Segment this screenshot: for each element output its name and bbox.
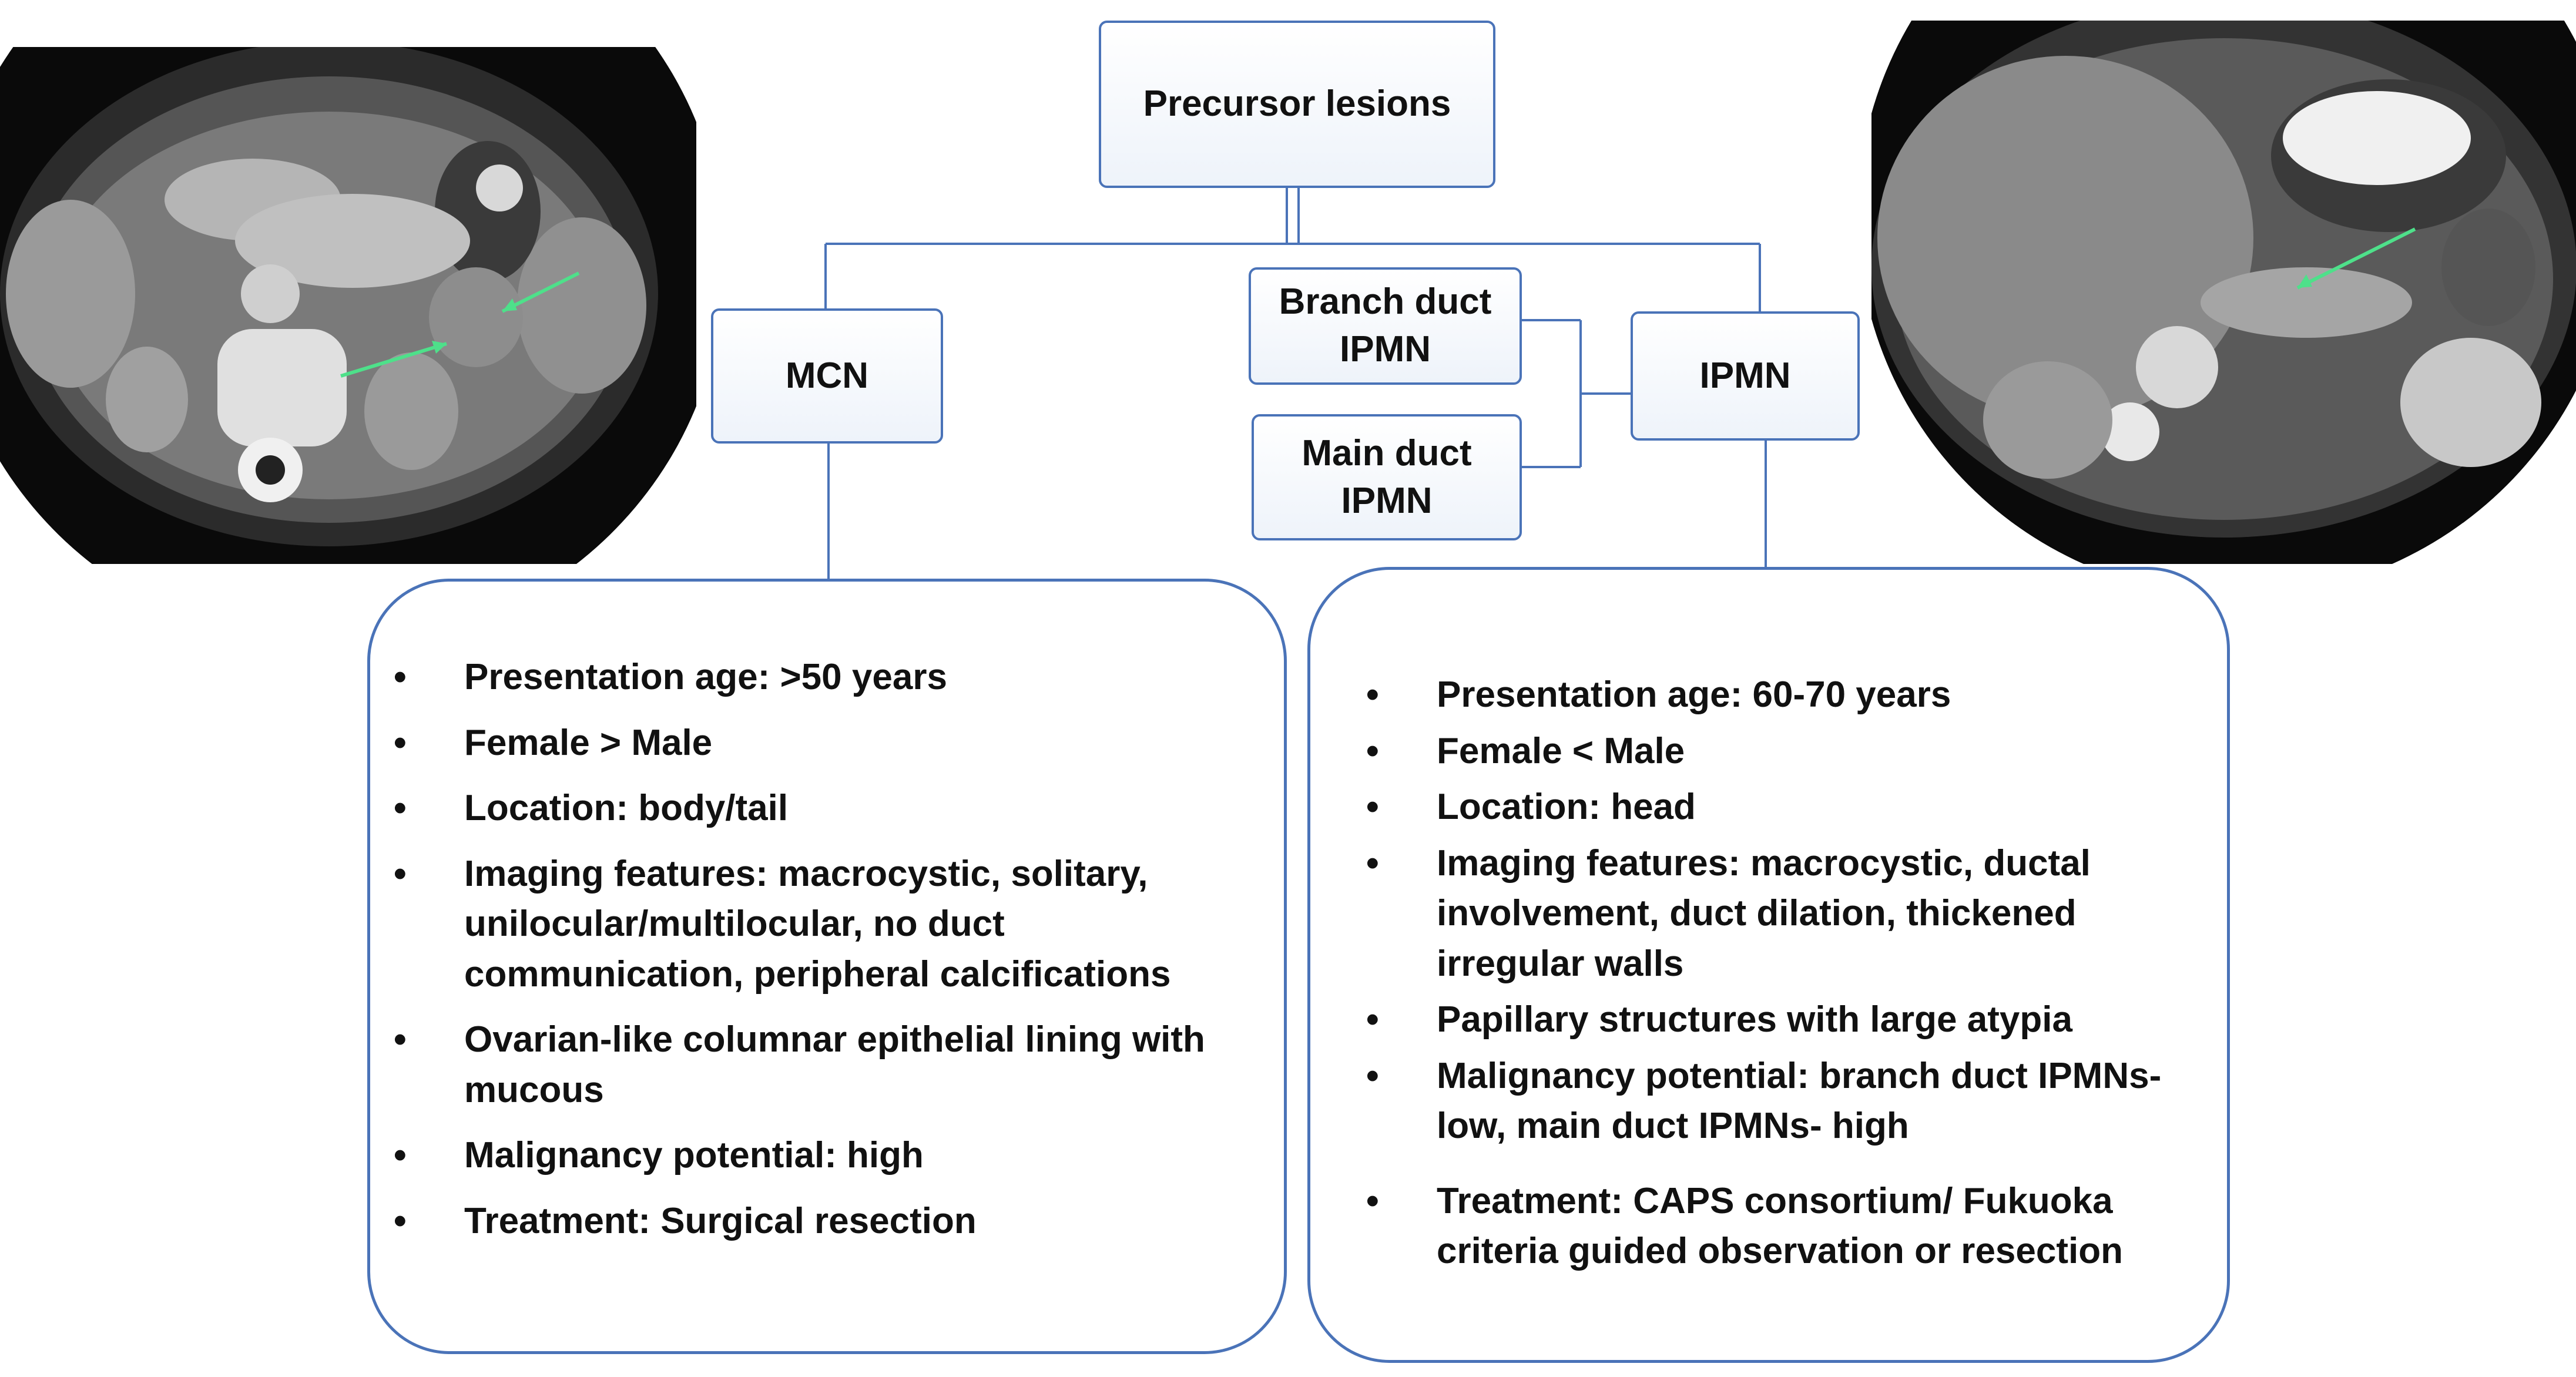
branch-duct-ipmn-node: Branch duct IPMN xyxy=(1249,267,1522,385)
list-item: •Female > Male xyxy=(394,722,713,763)
list-item: •Female < Male xyxy=(1366,730,1685,771)
mcn-node: MCN xyxy=(711,308,943,444)
main-duct-ipmn-node: Main duct IPMN xyxy=(1252,414,1522,540)
list-item: •Location: head xyxy=(1366,787,1696,828)
ipmn-node-label: IPMN xyxy=(1699,355,1791,396)
list-item: •Presentation age: >50 years xyxy=(394,657,947,697)
mcn-features-list: •Presentation age: >50 years •Female > M… xyxy=(394,652,1287,1261)
list-item: •Ovarian-like columnar epithelial lining… xyxy=(394,1019,1205,1110)
main-duct-ipmn-label: Main duct IPMN xyxy=(1302,432,1472,521)
list-item: •Malignancy potential: branch duct IPMNs… xyxy=(1366,1055,2162,1147)
ipmn-node: IPMN xyxy=(1631,311,1860,441)
list-item: •Imaging features: macrocystic, solitary… xyxy=(394,853,1171,995)
root-node-label: Precursor lesions xyxy=(1143,83,1451,125)
list-item: •Imaging features: macrocystic, ductal i… xyxy=(1366,842,2091,984)
ipmn-features-panel: •Presentation age: 60-70 years •Female <… xyxy=(1307,567,2230,1363)
list-item: •Treatment: CAPS consortium/ Fukuoka cri… xyxy=(1366,1180,2123,1272)
list-item: •Location: body/tail xyxy=(394,788,789,829)
branch-duct-ipmn-label: Branch duct IPMN xyxy=(1279,281,1492,370)
ct-scan-ipmn-image xyxy=(1871,21,2576,564)
list-item: •Presentation age: 60-70 years xyxy=(1366,674,1951,715)
ct-scan-mcn-image xyxy=(0,47,696,564)
list-item: •Papillary structures with large atypia xyxy=(1366,999,2072,1040)
root-node-precursor-lesions: Precursor lesions xyxy=(1099,21,1495,188)
mcn-node-label: MCN xyxy=(785,355,869,396)
list-item: •Treatment: Surgical resection xyxy=(394,1200,977,1241)
list-item: •Malignancy potential: high xyxy=(394,1135,924,1176)
mcn-features-panel: •Presentation age: >50 years •Female > M… xyxy=(367,579,1287,1354)
ipmn-features-list: •Presentation age: 60-70 years •Female <… xyxy=(1366,670,2218,1282)
